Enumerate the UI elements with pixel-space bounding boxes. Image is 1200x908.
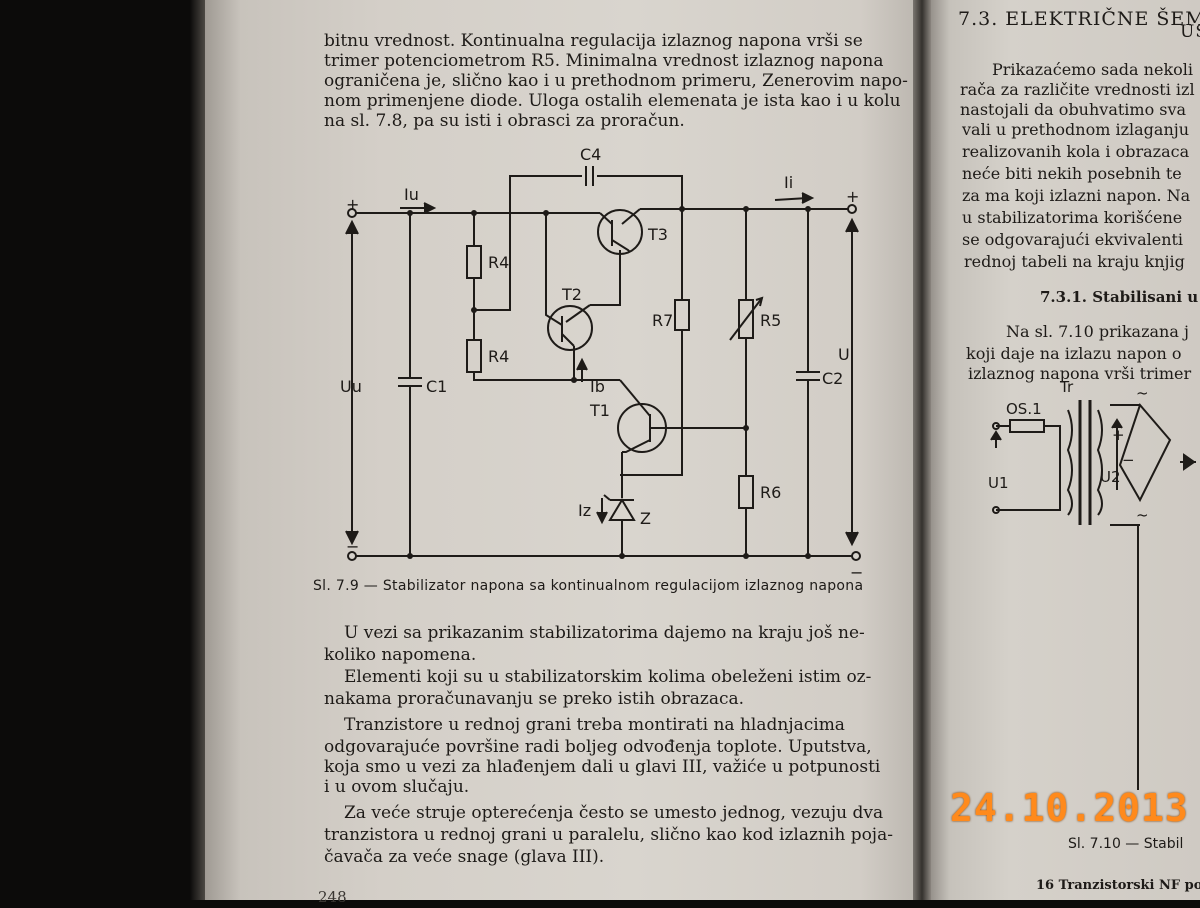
label-u1: U1 [988,474,1009,492]
label-minus-right: − [850,563,863,582]
top-paragraph-line-1: bitnu vrednost. Kontinualna regulacija i… [324,31,863,51]
label-r5: R5 [760,311,781,330]
right-line-5: realizovanih kola i obrazaca [962,142,1190,161]
right-line-9: se odgovarajući ekvivalenti [962,230,1184,249]
left-book-page [205,0,917,900]
paragraph-3-line-1: Tranzistore u rednoj grani treba montira… [344,715,845,735]
label-c1: C1 [426,377,447,396]
label-t2: T2 [561,285,582,304]
label-r7: R7 [652,311,673,330]
label-c2: C2 [822,369,843,388]
label-minus: − [1122,451,1135,469]
paragraph-4-line-3: čavača za veće snage (glava III). [324,847,605,867]
paragraph-2-line-1: Elementi koji su u stabilizatorskim koli… [344,667,872,687]
right-line-4: vali u prethodnom izlaganju [962,120,1190,139]
label-r4-bottom: R4 [488,347,509,366]
label-tilde-bottom: ~ [1136,506,1149,524]
right-line-1: Prikazaćemo sada nekoli [992,60,1194,79]
page-edge-shadow [190,0,208,900]
label-t1: T1 [589,401,610,420]
label-uu: Uu [340,377,362,396]
label-ii: Ii [784,173,793,192]
right-heading-tail: US [1180,22,1200,42]
top-paragraph-line-5: na sl. 7.8, pa su isti i obrasci za pror… [324,111,685,131]
right-caption: Sl. 7.10 — Stabil [1068,836,1184,852]
right-subheading: 7.3.1. Stabilisani u [1040,288,1199,306]
right-line2-1: Na sl. 7.10 prikazana j [1006,322,1189,341]
label-r6: R6 [760,483,781,502]
label-z: Z [640,509,651,528]
paragraph-4-line-1: Za veće struje opterećenja često se umes… [344,803,884,823]
label-plus-left: + [346,195,359,214]
paragraph-1-line-1: U vezi sa prikazanim stabilizatorima daj… [344,623,865,643]
label-iu: Iu [404,185,419,204]
label-r4-top: R4 [488,253,509,272]
right-heading: 7.3. ELEKTRIČNE ŠEME [958,8,1200,30]
label-ib: Ib [590,377,605,396]
label-os1: OS.1 [1006,400,1042,418]
right-line2-2: koji daje na izlazu napon o [966,344,1182,363]
top-paragraph-line-3: ograničena je, slično kao i u prethodnom… [324,71,908,91]
top-paragraph-line-2: trimer potenciometrom R5. Minimalna vred… [324,51,884,71]
paragraph-4-line-2: tranzistora u rednoj grani u paralelu, s… [324,825,893,845]
right-line-3: nastojali da obuhvatimo sva [960,100,1187,119]
right-book-page [928,0,1200,900]
paragraph-2-line-2: nakama proračunavanju se preko istih obr… [324,689,745,709]
label-iz: Iz [578,501,591,520]
figure-caption: Sl. 7.9 — Stabilizator napona sa kontinu… [313,578,864,594]
right-line-10: rednoj tabeli na kraju knjig [964,252,1185,271]
label-ui: Ui [838,345,854,364]
right-line2-3: izlaznog napona vrši trimer [968,364,1192,383]
top-paragraph-line-4: nom primenjene diode. Uloga ostalih elem… [324,91,901,111]
paragraph-3-line-3: koja smo u vezi za hlađenjem dali u glav… [324,757,881,777]
paragraph-3-line-4: i u ovom slučaju. [324,777,470,797]
right-footer: 16 Tranzistorski NF poja [1036,878,1200,893]
label-plus: + [1112,426,1125,444]
paragraph-1-line-2: koliko napomena. [324,645,477,665]
label-tilde-top: ~ [1136,384,1149,402]
book-gutter [913,0,931,900]
label-plus-right: + [846,187,859,206]
right-line-6: neće biti nekih posebnih te [962,164,1182,183]
paragraph-3-line-2: odgovarajuće površine radi boljeg odvođe… [324,737,872,757]
right-line-8: u stabilizatorima korišćene [962,208,1183,227]
label-minus-left: − [346,537,359,556]
date-stamp: 24.10.2013 [950,786,1189,830]
label-t3: T3 [647,225,668,244]
label-u2: U2 [1100,468,1121,486]
right-line-2: rača za različite vrednosti izl [960,80,1195,99]
label-c4: C4 [580,145,601,164]
right-line-7: za ma koji izlazni napon. Na [962,186,1191,205]
label-tr: Tr [1059,378,1074,396]
